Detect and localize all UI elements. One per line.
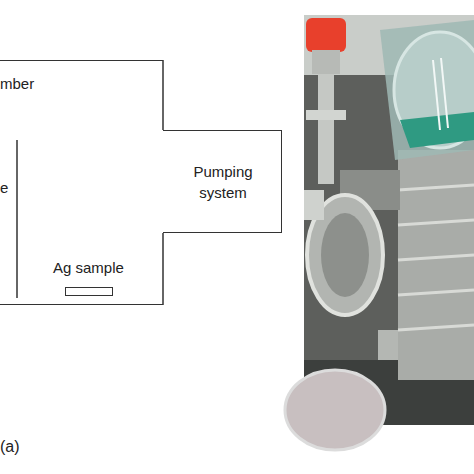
node-label: mber: [0, 73, 160, 94]
chamber-photo: [285, 15, 474, 450]
pumping-box: Pumping system: [163, 130, 282, 233]
node-label: Pumping system: [181, 161, 265, 203]
chamber-outline: mber Ag sample: [0, 60, 163, 305]
chamber-wall: [162, 60, 164, 130]
panel-label: (a): [0, 437, 20, 457]
plate-line: [16, 140, 18, 298]
part-label: e: [0, 178, 8, 198]
chamber-wall: [162, 233, 164, 305]
sample-holder: Ag sample: [53, 257, 143, 301]
node-label: Ag sample: [53, 257, 143, 278]
sample-rect: [65, 287, 113, 296]
